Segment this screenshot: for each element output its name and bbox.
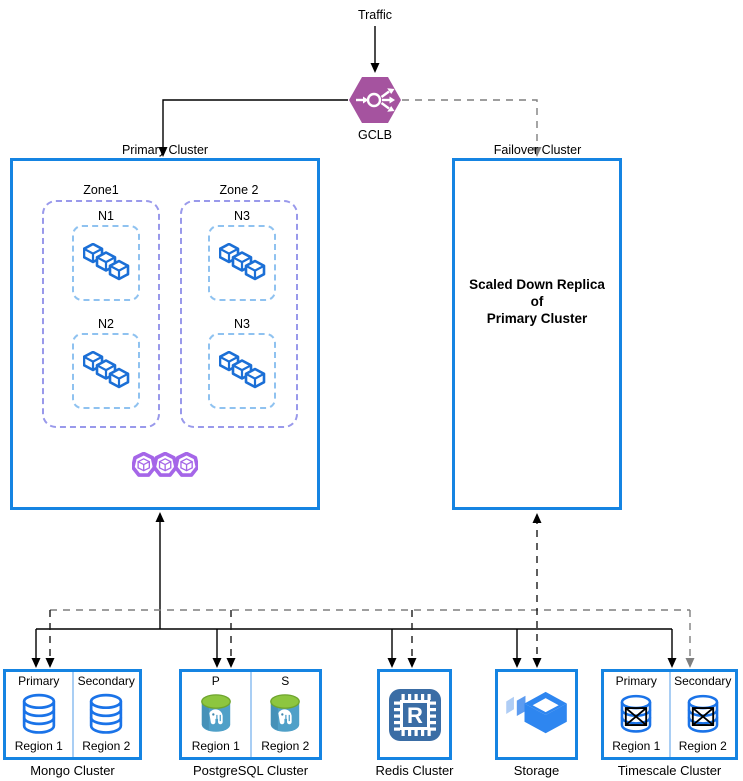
timescale-region2-label: Region 2 <box>678 739 727 753</box>
postgres-primary-role-label: P <box>211 674 220 688</box>
redis-cluster-caption: Redis Cluster <box>375 763 454 778</box>
node-n3a-box <box>208 225 276 301</box>
pods-icon <box>132 452 198 477</box>
node-n2-box <box>72 333 140 409</box>
node-n2-label: N2 <box>98 317 114 331</box>
zone1-box <box>42 200 160 428</box>
postgresql-cluster-box: P Region 1 S Region 2 <box>179 669 322 760</box>
container-cubes-icon <box>219 243 266 283</box>
mongo-primary-region: Primary Region 1 <box>6 672 72 757</box>
failover-description-line3: Primary Cluster <box>486 311 588 326</box>
timescale-primary-role-label: Primary <box>615 674 657 688</box>
mongo-cluster-caption: Mongo Cluster <box>30 763 115 778</box>
failover-cluster-box: Scaled Down Replica of Primary Cluster <box>452 158 622 510</box>
node-n3b-box <box>208 333 276 409</box>
primary-cluster-title: Primary Cluster <box>121 143 209 157</box>
zone2-box <box>180 200 298 428</box>
region-divider <box>71 672 74 757</box>
zone2-label: Zone 2 <box>219 183 259 197</box>
timescale-primary-region: Primary Region 1 <box>604 672 669 757</box>
timescale-cluster-box: Primary Region 1 Secondary Region 2 <box>601 669 738 760</box>
postgres-region1-label: Region 1 <box>191 739 240 753</box>
traffic-label: Traffic <box>357 8 393 22</box>
redis-chip-icon <box>387 687 442 742</box>
mongo-region2-label: Region 2 <box>82 739 131 753</box>
timescale-cluster-caption: Timescale Cluster <box>617 763 722 778</box>
region-divider <box>249 672 252 757</box>
zone1-label: Zone1 <box>83 183 119 197</box>
mongo-secondary-region: Secondary Region 2 <box>74 672 140 757</box>
timescale-secondary-role-label: Secondary <box>674 674 732 688</box>
container-cubes-icon <box>219 351 266 391</box>
mongo-region1-label: Region 1 <box>14 739 63 753</box>
postgres-region2-label: Region 2 <box>261 739 310 753</box>
mongo-secondary-role-label: Secondary <box>77 674 135 688</box>
node-n1-label: N1 <box>98 209 114 223</box>
postgres-secondary-role-label: S <box>281 674 290 688</box>
crossed-database-icon <box>686 694 720 734</box>
redis-cluster-box <box>377 669 452 760</box>
gclb-label: GCLB <box>357 128 393 142</box>
region-divider <box>668 672 671 757</box>
container-cubes-icon <box>83 243 130 283</box>
mongo-primary-role-label: Primary <box>18 674 60 688</box>
database-cylinder-icon <box>22 693 55 734</box>
mongo-cluster-box: Primary Region 1 Secondary Region 2 <box>3 669 142 760</box>
timescale-secondary-region: Secondary Region 2 <box>671 672 736 757</box>
database-cylinder-icon <box>90 693 123 734</box>
storage-caption: Storage <box>513 763 560 778</box>
node-n3b-label: N3 <box>234 317 250 331</box>
container-cubes-icon <box>83 351 130 391</box>
postgresql-icon <box>200 693 231 732</box>
storage-boxes-icon <box>505 691 567 733</box>
failover-description-line1: Scaled Down Replica <box>469 277 605 292</box>
node-n3a-label: N3 <box>234 209 250 223</box>
postgres-secondary-region: S Region 2 <box>252 672 320 757</box>
node-n1-box <box>72 225 140 301</box>
failover-cluster-title: Failover Cluster <box>493 143 582 157</box>
crossed-database-icon <box>619 694 653 734</box>
storage-box <box>495 669 578 760</box>
timescale-region1-label: Region 1 <box>612 739 661 753</box>
failover-description: Scaled Down Replica of Primary Cluster <box>455 276 619 327</box>
failover-description-line2: of <box>530 294 544 309</box>
postgresql-cluster-caption: PostgreSQL Cluster <box>192 763 309 778</box>
postgres-primary-region: P Region 1 <box>182 672 250 757</box>
postgresql-icon <box>270 693 301 732</box>
gclb-load-balancer-icon <box>349 77 401 123</box>
